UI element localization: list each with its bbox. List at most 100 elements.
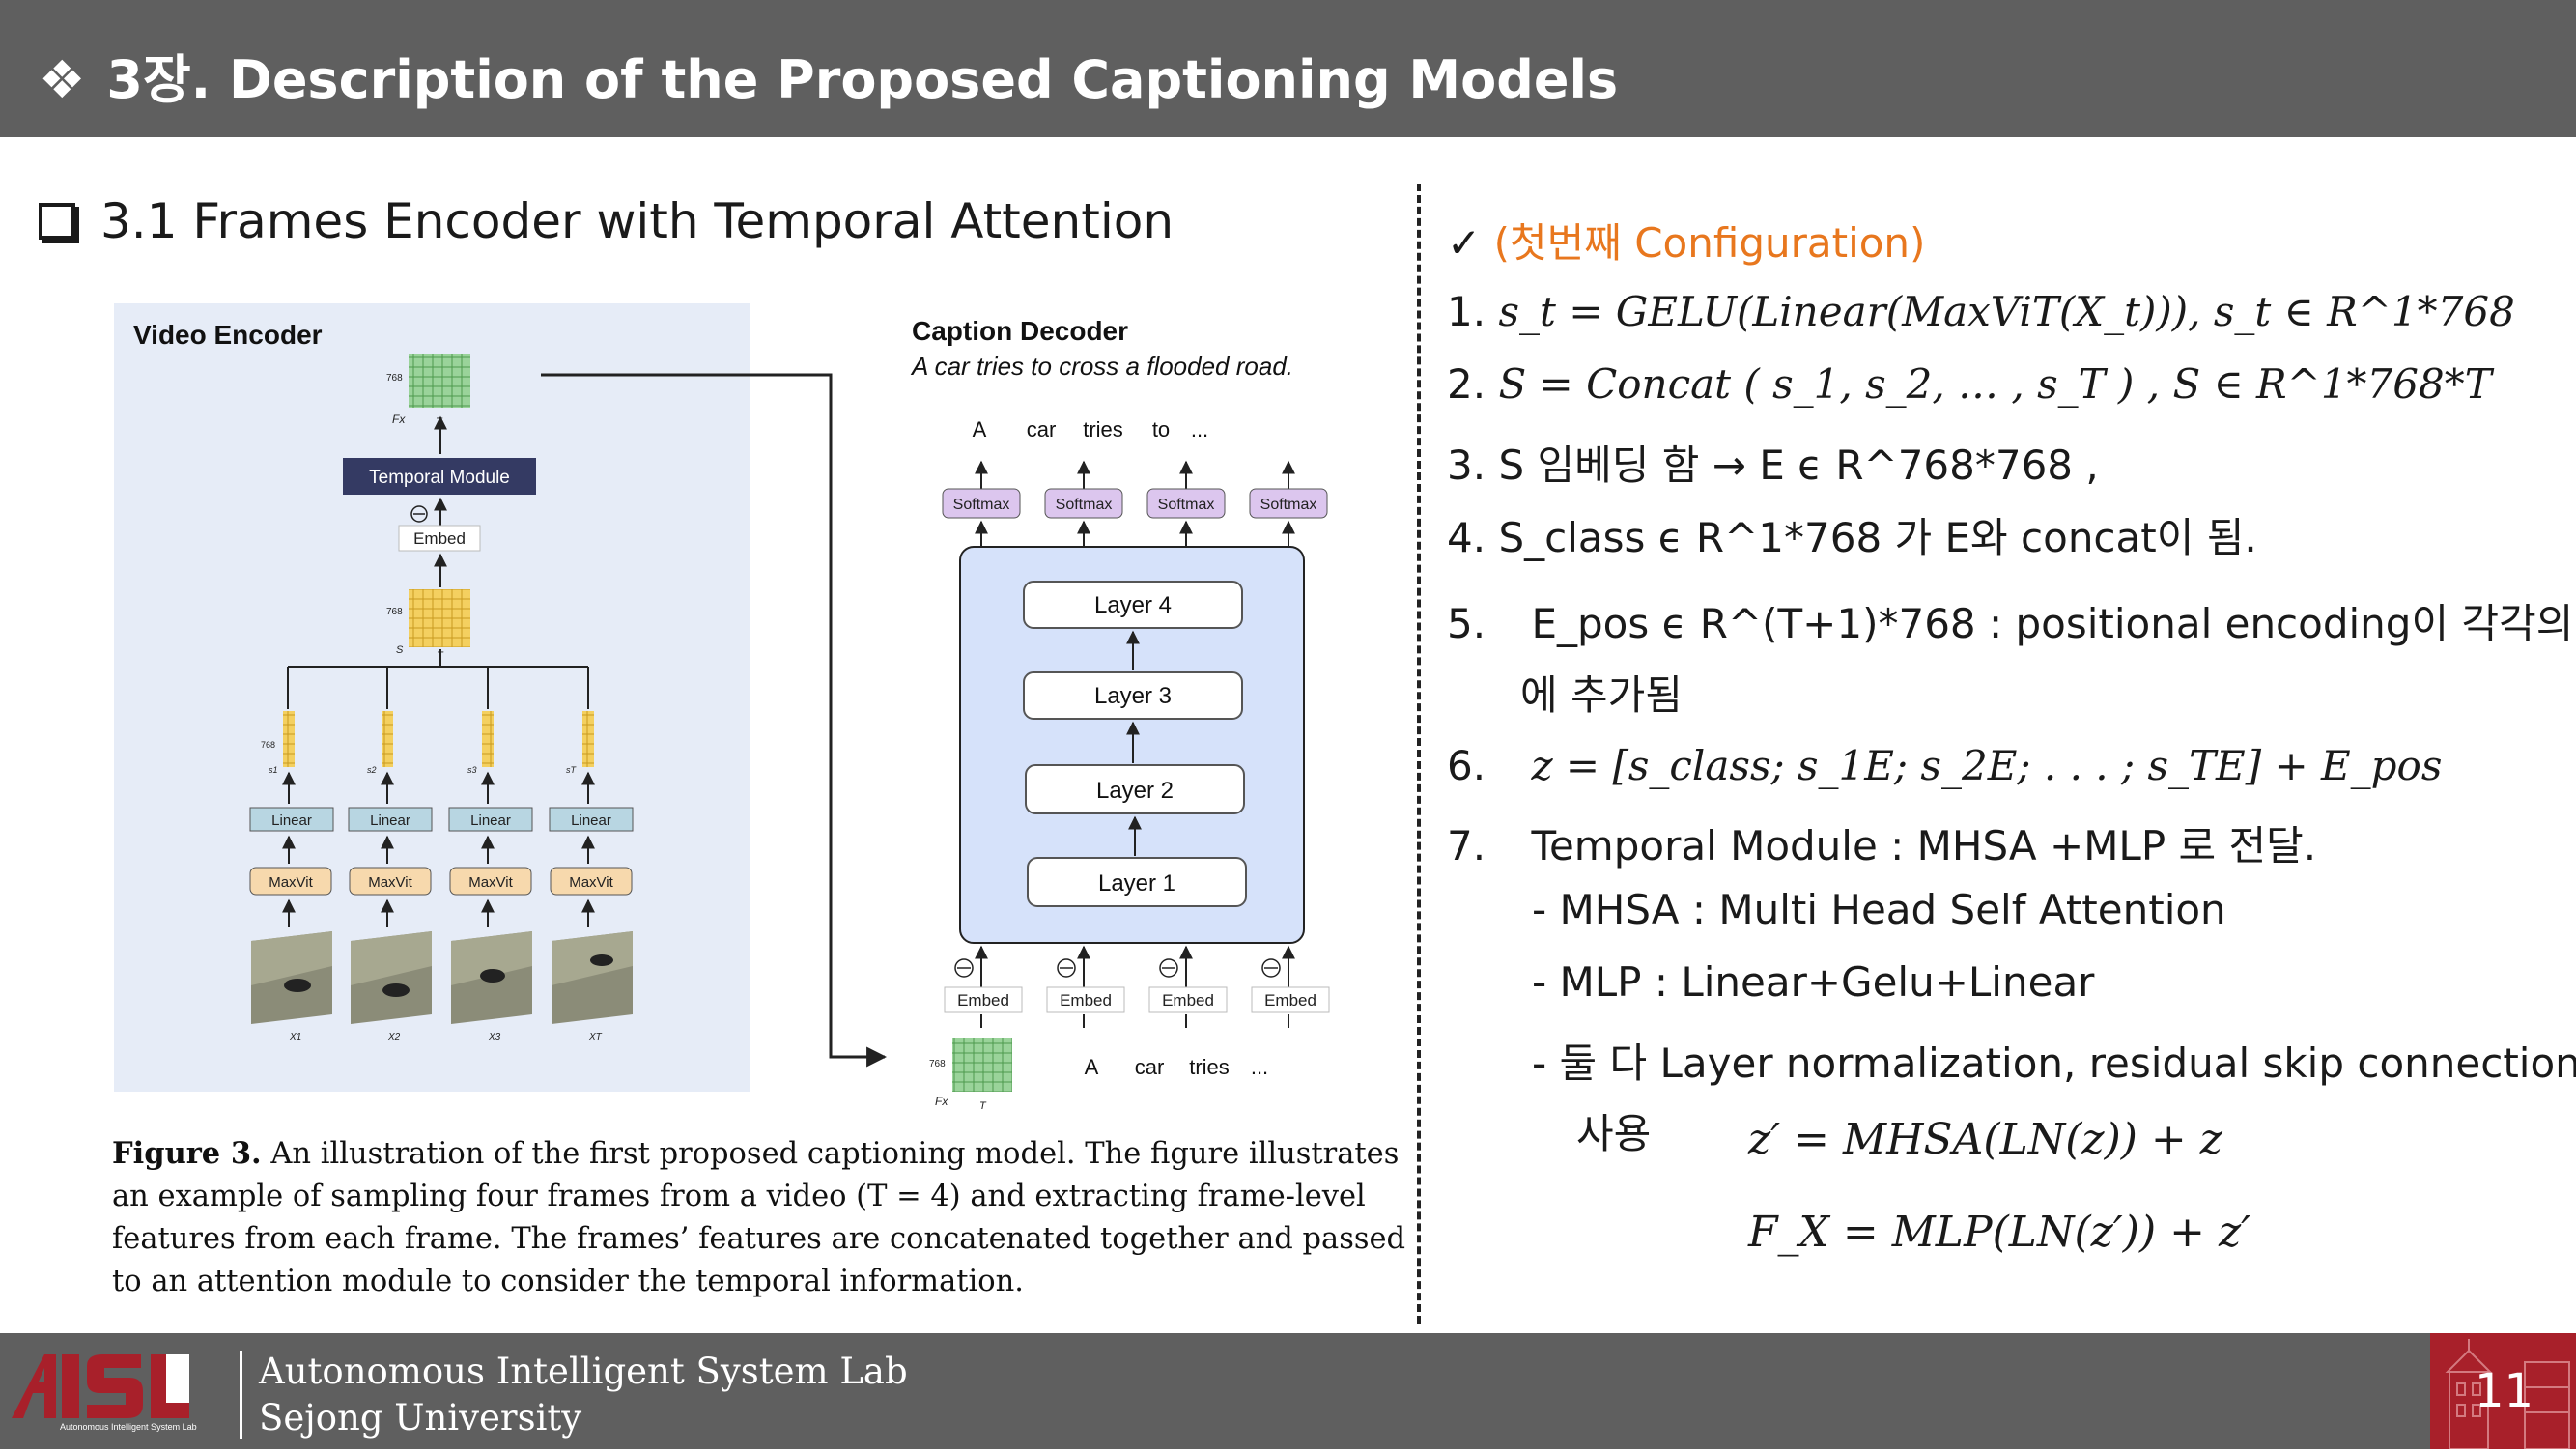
linear-label-4: Linear: [571, 812, 611, 829]
embed-box-encoder: [398, 525, 481, 552]
slide-title-text: 3장. Description of the Proposed Captioni…: [106, 49, 1619, 110]
layer-4-label: Layer 4: [1094, 592, 1172, 618]
item-4-text: S_class ϵ R^1*768 가 E와 concat이 됨.: [1498, 514, 2257, 561]
item-6-text: z = [s_class; s_1E; s_2E; . . . ; s_TE] …: [1531, 742, 2443, 789]
encoder-to-decoder-arrow: [541, 373, 888, 1068]
decoder-fx-label: Fx: [935, 1095, 948, 1108]
fx-label: Fx: [392, 413, 406, 426]
logo-subtext: Autonomous Intelligent System Lab: [60, 1422, 197, 1432]
item-2-text: S = Concat ( s_1, s_2, … , s_T ) , S ∈ R…: [1498, 360, 2492, 408]
config-title: (첫번째 Configuration): [1493, 219, 1926, 267]
config-item-4: 4. S_class ϵ R^1*768 가 E와 concat이 됨.: [1447, 505, 2257, 564]
figure-caption-text: An illustration of the first proposed ca…: [112, 1137, 1406, 1298]
embed-label-dec-2: Embed: [1060, 991, 1112, 1010]
item-3-text: S 임베딩 함 → E ϵ R^768*768 ,: [1498, 442, 2099, 489]
sub-layernorm-text: - 둘 다 Layer normalization, residual skip…: [1532, 1040, 2576, 1087]
frame-vector-label-4: sT: [566, 765, 578, 775]
section-title: 3.1 Frames Encoder with Temporal Attenti…: [100, 193, 1175, 249]
output-token-2: car: [1027, 417, 1057, 442]
layer-2-label: Layer 2: [1096, 778, 1174, 804]
maxvit-label-2: MaxVit: [368, 874, 412, 891]
item-2-num: 2.: [1447, 360, 1486, 408]
config-sub-mhsa: - MHSA : Multi Head Self Attention: [1532, 886, 2226, 933]
diamond-bullet-icon: ❖: [39, 49, 86, 110]
config-heading: ✓ (첫번째 Configuration): [1447, 211, 1925, 270]
frame-label-1: X1: [289, 1032, 301, 1042]
temporal-module-label: Temporal Module: [369, 468, 510, 488]
frame-column-4: sT Linear MaxVit XT: [549, 711, 634, 1042]
temporal-module-box: [343, 458, 536, 495]
embed-label-encoder: Embed: [413, 529, 466, 548]
lab-name: Autonomous Intelligent System Lab: [259, 1351, 908, 1392]
item-7-text: Temporal Module : MHSA +MLP 로 전달.: [1531, 822, 2317, 869]
aisl-logo: Autonomous Intelligent System Lab: [12, 1354, 197, 1432]
linear-label-3: Linear: [470, 812, 511, 829]
decoder-fx-t-label: T: [979, 1100, 987, 1112]
embed-label-dec-4: Embed: [1264, 991, 1316, 1010]
config-sub-mlp: - MLP : Linear+Gelu+Linear: [1532, 958, 2094, 1006]
figure-caption: Figure 3. An illustration of the first p…: [112, 1132, 1406, 1303]
dim-label-col1: 768: [261, 740, 275, 750]
fx-feature-grid: [409, 354, 470, 408]
softmax-label-4: Softmax: [1260, 497, 1317, 513]
config-item-7: 7. Temporal Module : MHSA +MLP 로 전달.: [1447, 813, 2316, 872]
sub-mhsa-text: - MHSA : Multi Head Self Attention: [1532, 886, 2226, 933]
frame-column-1: 768 s1 Linear MaxVit X1: [249, 711, 334, 1042]
layer-3-label: Layer 3: [1094, 683, 1172, 709]
softmax-label-2: Softmax: [1056, 497, 1113, 513]
equation-fx: F_X = MLP(LN(z′)) + z′: [1748, 1208, 2251, 1257]
config-item-5-cont: 에 추가됨: [1520, 663, 1683, 722]
dim-label-decoder: 768: [929, 1059, 946, 1069]
figure-caption-label: Figure 3.: [112, 1136, 262, 1171]
linear-label-1: Linear: [271, 812, 312, 829]
architecture-figure: Video Encoder 768 Fx T Temporal Module E…: [114, 303, 1330, 1112]
frame-label-3: X3: [488, 1032, 501, 1042]
frame-vector-label-1: s1: [269, 765, 278, 775]
sub-use-text: 사용: [1576, 1110, 1652, 1157]
embed-label-dec-1: Embed: [957, 991, 1009, 1010]
section-heading: 3.1 Frames Encoder with Temporal Attenti…: [39, 193, 1174, 249]
footer-separator: [240, 1351, 242, 1439]
embed-label-dec-3: Embed: [1162, 991, 1214, 1010]
softmax-label-1: Softmax: [953, 497, 1010, 513]
slide-title: ❖ 3장. Description of the Proposed Caption…: [39, 37, 1618, 113]
maxvit-label-4: MaxVit: [569, 874, 613, 891]
dim-label-fx: 768: [386, 373, 403, 384]
item-5-cont-text: 에 추가됨: [1520, 671, 1683, 719]
checkbox-bullet-icon: [39, 202, 75, 240]
decoder-embed-row: Embed Embed Embed Embed: [944, 945, 1330, 1028]
config-item-1: 1. s_t = GELU(Linear(MaxViT(X_t))), s_t …: [1447, 288, 2515, 335]
item-3-num: 3.: [1447, 442, 1486, 489]
output-token-1: A: [973, 417, 987, 442]
check-icon: ✓: [1447, 219, 1482, 267]
page-number-box: [2430, 1333, 2576, 1450]
maxvit-label-1: MaxVit: [269, 874, 313, 891]
frame-column-3: s3 Linear MaxVit X3: [448, 711, 533, 1042]
config-item-2: 2. S = Concat ( s_1, s_2, … , s_T ) , S …: [1447, 360, 2492, 408]
input-token-3: tries: [1189, 1055, 1230, 1079]
output-token-4: to: [1152, 417, 1170, 442]
config-item-3: 3. S 임베딩 함 → E ϵ R^768*768 ,: [1447, 433, 2099, 492]
equation-z-prime: z′ = MHSA(LN(z)) + z: [1748, 1115, 2222, 1164]
decoder-fx-grid: [952, 1038, 1012, 1092]
softmax-label-3: Softmax: [1158, 497, 1215, 513]
maxvit-label-3: MaxVit: [468, 874, 513, 891]
item-6-num: 6.: [1447, 742, 1486, 789]
title-bar: ❖ 3장. Description of the Proposed Caption…: [0, 0, 2576, 137]
decoder-sentence: A car tries to cross a flooded road.: [910, 352, 1293, 381]
input-token-2: car: [1135, 1055, 1165, 1079]
config-sub-use: 사용: [1576, 1101, 1651, 1160]
footer-bar: [0, 1333, 2576, 1449]
frame-vector-label-3: s3: [467, 765, 477, 775]
positional-encoding-icon: [410, 505, 428, 523]
university-name: Sejong University: [259, 1397, 582, 1439]
input-token-1: A: [1085, 1055, 1099, 1079]
item-5-num: 5.: [1447, 600, 1486, 647]
item-7-num: 7.: [1447, 822, 1486, 869]
linear-label-2: Linear: [370, 812, 410, 829]
frame-label-4: XT: [588, 1032, 603, 1042]
column-divider: [1417, 184, 1421, 1324]
config-item-5: 5. E_pos ϵ R^(T+1)*768 : positional enco…: [1447, 591, 2576, 650]
layer-1-label: Layer 1: [1098, 870, 1175, 897]
page-number: 11: [2475, 1364, 2534, 1418]
